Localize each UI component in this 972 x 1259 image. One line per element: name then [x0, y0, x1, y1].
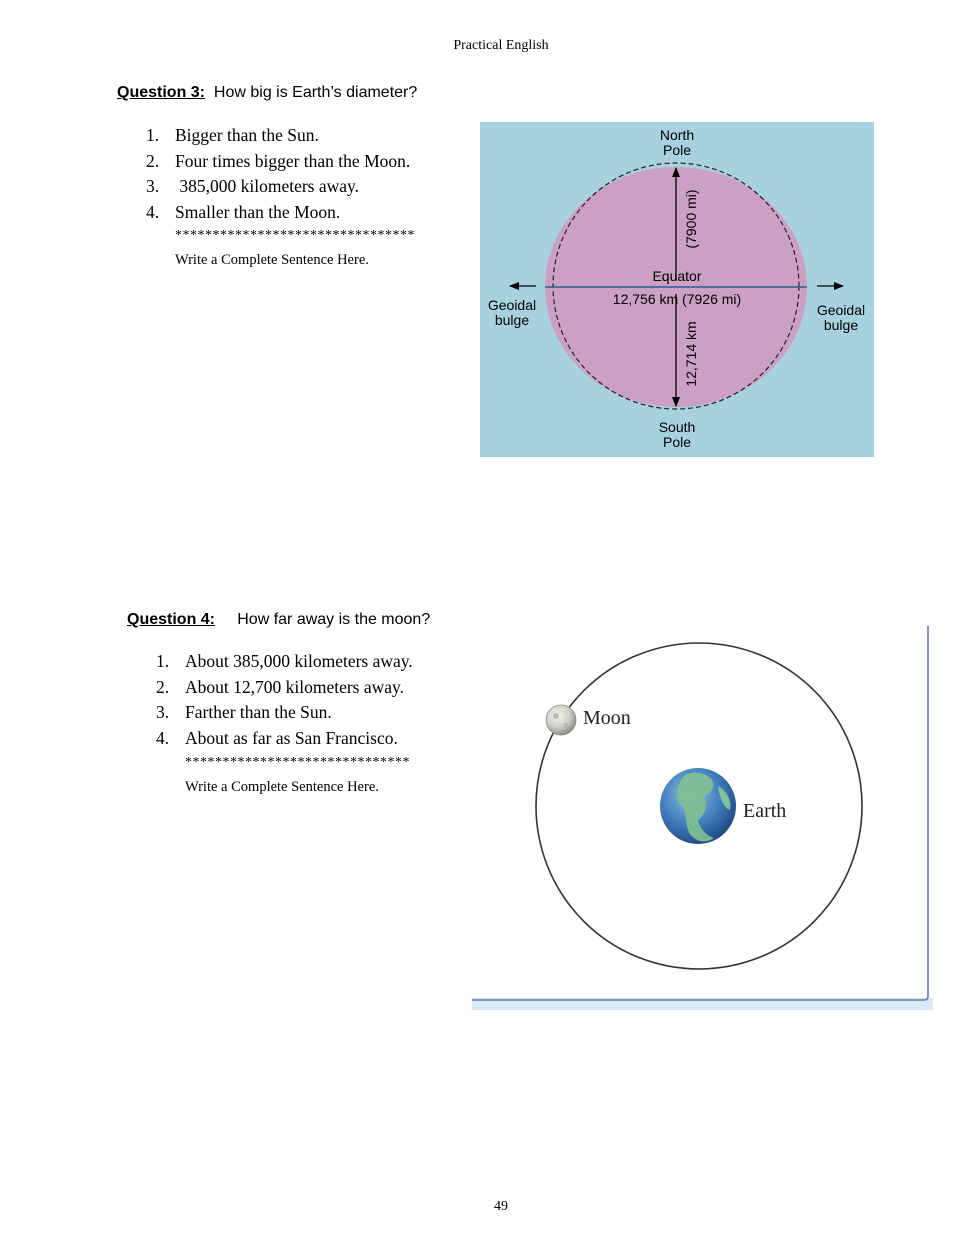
choice-item[interactable]: 4.Smaller than the Moon. — [146, 202, 341, 223]
moon-crater — [553, 713, 559, 719]
south-pole-label-1: South — [659, 419, 696, 435]
moon-orbit-figure: Moon Earth — [472, 626, 933, 1010]
geoidal-bulge-right-2: bulge — [824, 317, 858, 333]
question-4-line: Question 4: How far away is the moon? — [127, 611, 430, 629]
earth-landmass — [676, 772, 714, 842]
sphere-reference-circle — [552, 162, 800, 410]
question-4-choices: 1.About 385,000 kilometers away. 2.About… — [156, 649, 413, 752]
question-4-label: Question 4: — [127, 611, 216, 628]
moon-icon — [545, 704, 577, 736]
answer-prompt[interactable]: Write a Complete Sentence Here. — [185, 779, 379, 795]
choice-item[interactable]: 3. 385,000 kilometers away. — [146, 176, 360, 197]
moon-crater — [563, 722, 569, 728]
answer-prompt[interactable]: Write a Complete Sentence Here. — [175, 252, 369, 268]
geoidal-bulge-left-1: Geoidal — [488, 297, 536, 313]
answer-divider: ****************************** — [185, 755, 410, 770]
choice-item[interactable]: 2.About 12,700 kilometers away. — [156, 676, 405, 697]
question-3-label: Question 3: — [117, 84, 206, 101]
question-3-line: Question 3: How big is Earth’s diameter? — [117, 84, 417, 102]
moon-orbit-path — [535, 642, 863, 970]
question-4-prompt: How far away is the moon? — [237, 611, 431, 628]
north-pole-label-2: Pole — [663, 142, 691, 158]
figure-frame — [472, 626, 929, 1001]
frame-shadow — [472, 998, 933, 1010]
question-3-prompt: How big is Earth’s diameter? — [213, 84, 418, 101]
polar-diameter-miles-label: (7900 mi) — [683, 189, 699, 248]
north-pole-label-1: North — [660, 127, 694, 143]
page-number: 49 — [494, 1199, 508, 1214]
earth-landmass — [718, 786, 731, 810]
choice-item[interactable]: 1.Bigger than the Sun. — [146, 125, 319, 145]
answer-divider: ******************************** — [175, 228, 415, 243]
polar-diameter-km-label: 12,714 km — [683, 321, 699, 386]
choice-item[interactable]: 1.About 385,000 kilometers away. — [156, 651, 413, 671]
equator-label: Equator — [652, 268, 701, 284]
choice-item[interactable]: 2.Four times bigger than the Moon. — [146, 150, 411, 171]
geoidal-bulge-right-1: Geoidal — [817, 302, 865, 318]
choice-item[interactable]: 4.About as far as San Francisco. — [156, 728, 398, 749]
moon-label: Moon — [583, 707, 631, 729]
choice-item[interactable]: 3.Farther than the Sun. — [156, 702, 332, 723]
earth-diameter-figure: North Pole South Pole Equator 12,756 km … — [480, 122, 874, 457]
geoidal-bulge-left-2: bulge — [495, 312, 529, 328]
equatorial-diameter-label: 12,756 km (7926 mi) — [613, 291, 741, 307]
earth-label: Earth — [743, 800, 786, 822]
page-header: Practical English — [453, 38, 549, 53]
south-pole-label-2: Pole — [663, 434, 691, 450]
question-3-choices: 1.Bigger than the Sun. 2.Four times bigg… — [146, 123, 410, 226]
